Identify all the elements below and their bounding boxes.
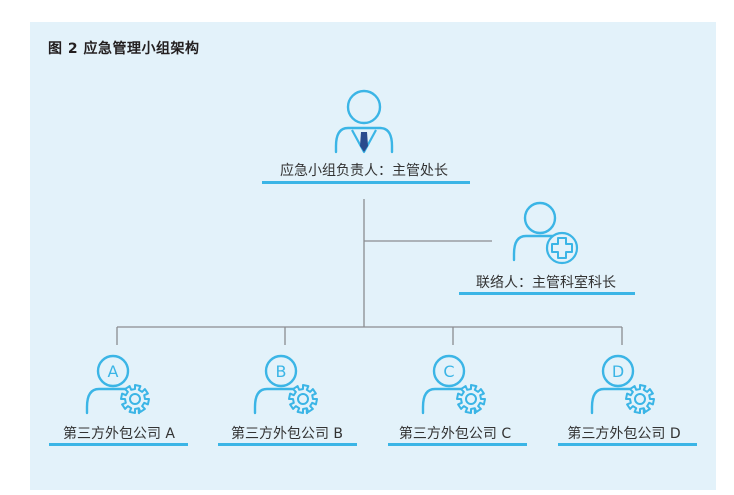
person-with-gear-icon: D — [590, 354, 655, 415]
head-shape — [346, 89, 382, 125]
contractor-label-c-underline — [388, 443, 527, 446]
head-shape — [432, 354, 466, 388]
contractor-label-a: 第三方外包公司 A — [62, 426, 176, 442]
gear-icon — [288, 384, 318, 414]
gear-icon — [625, 384, 655, 414]
shoulders-shape — [334, 126, 394, 154]
medical-cross-icon — [551, 237, 573, 259]
gear-hub — [634, 393, 646, 405]
contractor-label-b: 第三方外包公司 B — [230, 426, 344, 442]
diagram-panel — [30, 22, 716, 490]
contractor-label-c: 第三方外包公司 C — [398, 426, 512, 442]
gear-hub — [129, 393, 141, 405]
person-with-tie-icon — [334, 89, 394, 154]
leader-label-underline — [262, 181, 470, 184]
company-badge-letter: C — [443, 362, 454, 381]
figure-title: 图 2 应急管理小组架构 — [48, 41, 200, 57]
contractor-label-a-underline — [49, 443, 188, 446]
company-badge-letter: D — [612, 362, 624, 381]
head-shape — [264, 354, 298, 388]
liaison-label: 联络人：主管科室科长 — [476, 275, 616, 291]
contractor-label-d-underline — [558, 443, 697, 446]
person-with-gear-icon: B — [253, 354, 318, 415]
person-with-gear-icon: A — [85, 354, 150, 415]
company-badge-letter: A — [108, 362, 119, 381]
person-with-gear-icon: C — [421, 354, 486, 415]
gear-hub — [297, 393, 309, 405]
head-shape — [96, 354, 130, 388]
contractor-label-b-underline — [218, 443, 357, 446]
gear-icon — [456, 384, 486, 414]
company-badge-letter: B — [276, 362, 287, 381]
icons-layer: A B C D — [85, 89, 655, 415]
leader-label: 应急小组负责人：主管处长 — [280, 163, 448, 179]
tie-shape — [360, 132, 368, 152]
head-shape — [523, 201, 557, 235]
liaison-label-underline — [459, 292, 635, 295]
gear-hub — [465, 393, 477, 405]
gear-icon — [120, 384, 150, 414]
person-with-medical-cross-icon — [512, 201, 579, 265]
head-shape — [601, 354, 635, 388]
contractor-label-d: 第三方外包公司 D — [567, 426, 681, 442]
connector-lines — [116, 199, 623, 345]
